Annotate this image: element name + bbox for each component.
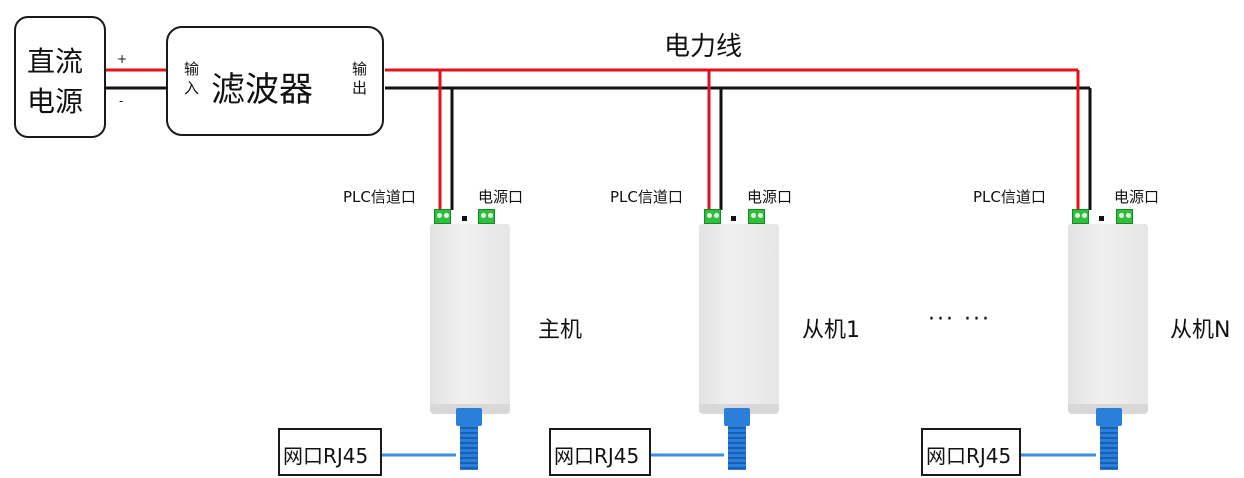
plc-terminal (704, 209, 721, 224)
power-line-title: 电力线 (664, 32, 743, 62)
indicator-led (731, 216, 736, 221)
power-terminal (748, 209, 765, 224)
power-supply-label-line2: 电源 (27, 85, 84, 118)
plc-port-label: PLC信道口 (973, 188, 1046, 206)
plus-sign: + (117, 52, 128, 66)
rj45-connector (724, 408, 750, 470)
indicator-led (1099, 216, 1104, 221)
device-name: 从机N (1170, 318, 1231, 343)
power-port-label: 电源口 (1114, 188, 1160, 206)
indicator-led (462, 216, 467, 221)
dc-power-supply (14, 16, 106, 138)
slave-device-1 (699, 224, 779, 414)
power-port-label: 电源口 (478, 188, 524, 206)
minus-sign: - (119, 94, 124, 108)
power-port-label: 电源口 (747, 188, 793, 206)
filter-input-label: 输 入 (184, 60, 200, 97)
ellipsis: ··· ··· (928, 307, 991, 332)
plc-port-label: PLC信道口 (343, 188, 416, 206)
network-port-label: 网口RJ45 (921, 428, 1021, 476)
power-terminal (478, 209, 495, 224)
power-terminal (1116, 209, 1133, 224)
plc-port-label: PLC信道口 (610, 188, 683, 206)
rj45-connector (456, 408, 482, 470)
device-name: 主机 (538, 318, 583, 343)
host-device (430, 224, 510, 414)
power-supply-label-line1: 直流 (27, 45, 84, 78)
filter-output-label: 输 出 (352, 60, 368, 97)
network-port-label: 网口RJ45 (278, 428, 382, 476)
device-name: 从机1 (802, 318, 860, 343)
plc-terminal (1072, 209, 1089, 224)
filter-name: 滤波器 (211, 70, 313, 110)
plc-terminal (434, 209, 451, 224)
filter-box (166, 26, 384, 136)
rj45-connector (1096, 408, 1122, 470)
network-port-label: 网口RJ45 (549, 428, 651, 476)
slave-device-n (1068, 224, 1148, 414)
